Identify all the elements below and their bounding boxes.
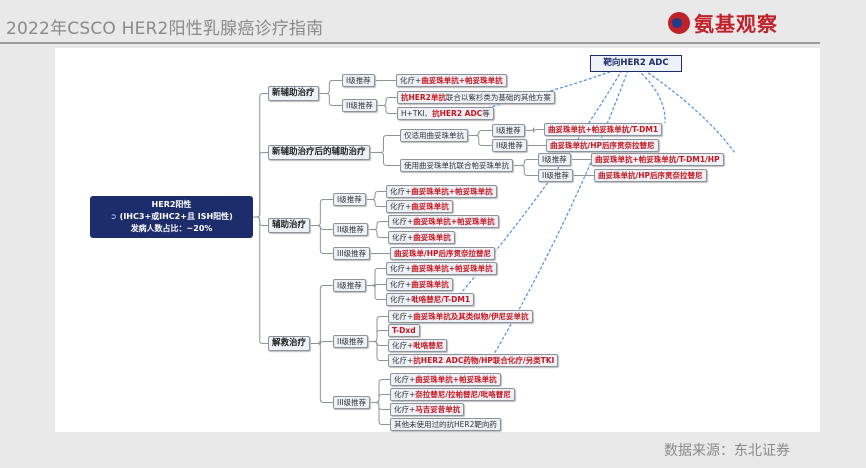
tree-connector: [366, 199, 386, 207]
adc-relation-link: [643, 69, 736, 154]
tier-node: III级推荐: [333, 247, 371, 260]
tree-connector: [310, 343, 333, 403]
root-incidence: 发病人数占比：~20%: [130, 224, 213, 233]
regimen-node: 化疗+曲妥珠单抗: [388, 231, 455, 244]
regimen-node: 抗HER2单抗联合以紫杉类为基础的其他方案: [397, 91, 555, 104]
tree-connector: [253, 216, 268, 344]
regimen-node: 曲妥珠单抗+帕妥珠单抗/T-DM1: [544, 123, 663, 136]
tree-connector: [253, 152, 268, 218]
tier-node: II级推荐: [333, 335, 368, 348]
regimen-node: 化疗+吡咯替尼/T-DM1: [386, 293, 475, 306]
tier-node: I级推荐: [492, 124, 525, 137]
tier-node: I级推荐: [538, 153, 571, 166]
tree-connector: [366, 268, 386, 286]
data-source: 数据来源：东北证券: [664, 443, 790, 459]
tree-connector: [368, 229, 388, 238]
target-adc-node: 靶向HER2 ADC: [590, 55, 682, 72]
regimen-node: 化疗+曲妥珠单抗+帕妥珠单抗: [390, 373, 501, 386]
tree-connector: [370, 379, 390, 403]
tree-connector: [319, 80, 342, 94]
regimen-node: 化疗+曲妥珠单抗+帕妥珠单抗: [386, 185, 497, 198]
tree-connector: [310, 199, 333, 226]
tree-connector: [370, 135, 400, 153]
tree-connector: [366, 191, 386, 200]
tier-node: II级推荐: [333, 223, 368, 236]
regimen-node: 化疗+曲妥珠单抗及其类似物/伊尼妥单抗: [388, 310, 533, 323]
regimen-node: T-Dxd: [388, 324, 420, 337]
adc-relation-link: [492, 69, 629, 357]
regimen-node: 化疗+马吉妥昔单抗: [390, 403, 465, 416]
regimen-node: 化疗+奈拉替尼/拉帕替尼/吡咯替尼: [390, 388, 515, 401]
branch-node: 仅适用曲妥珠单抗: [400, 129, 468, 142]
tree-connector: [310, 225, 333, 230]
brand-logo: 氨基观察: [668, 8, 778, 37]
category-post-neoadjuvant: 新辅助治疗后的辅助治疗: [268, 145, 370, 160]
logo-text: 氨基观察: [694, 12, 778, 36]
root-title: HER2阳性: [151, 200, 192, 209]
root-subtitle: ➲ (IHC3+或IHC2+且 ISH阳性): [110, 212, 233, 221]
category-adjuvant: 辅助治疗: [268, 218, 311, 233]
adc-relation-link: [637, 69, 666, 124]
tier-node: I级推荐: [333, 279, 366, 292]
regimen-node: 化疗+曲妥珠单抗+帕妥珠单抗: [388, 215, 499, 228]
tier-node: II级推荐: [538, 169, 573, 182]
tree-connector: [366, 285, 386, 300]
regimen-node: 曲妥珠单抗/HP后序贯奈拉替尼: [594, 169, 707, 182]
tree-connector: [368, 341, 388, 361]
tier-node: I级推荐: [342, 74, 375, 87]
regimen-node: 化疗+曲妥珠单抗: [386, 278, 453, 291]
logo-icon: [668, 11, 690, 34]
regimen-node: 曲妥珠单/HP后序贯奈拉替尼: [390, 247, 496, 260]
branch-node: 使用曲妥珠单抗联合帕妥珠单抗: [400, 159, 513, 172]
tier-node: I级推荐: [333, 193, 366, 206]
tree-connector: [368, 330, 388, 342]
tree-connector: [370, 402, 390, 410]
tree-connector: [370, 402, 390, 425]
regimen-node: 化疗+曲妥珠单抗: [386, 200, 453, 213]
regimen-node: 其他未使用过的抗HER2靶向药: [390, 418, 501, 431]
title-divider: [0, 42, 820, 44]
tree-connector: [525, 127, 544, 133]
tree-connector: [370, 394, 390, 403]
tree-connector: [253, 216, 268, 226]
regimen-node: 化疗+曲妥珠单抗+帕妥珠单抗: [386, 262, 497, 275]
tree-connector: [253, 93, 268, 218]
root-node: HER2阳性 ➲ (IHC3+或IHC2+且 ISH阳性) 发病人数占比：~20…: [90, 196, 253, 238]
tree-connector: [513, 159, 538, 166]
regimen-node: H+TKI、抗HER2 ADC等: [397, 107, 494, 120]
category-salvage: 解救治疗: [268, 336, 311, 351]
regimen-node: 化疗+曲妥珠单抗+帕妥珠单抗: [396, 74, 507, 87]
regimen-node: 曲妥珠单抗+帕妥珠单抗/T-DM1/HP: [591, 153, 724, 166]
tree-connector: [368, 316, 388, 342]
regimen-node: 化疗+吡咯替尼: [388, 339, 448, 352]
tier-node: III级推荐: [333, 396, 371, 409]
tree-connector: [377, 105, 397, 114]
tree-connector: [319, 93, 342, 106]
tree-connector: [513, 165, 538, 176]
tier-node: II级推荐: [492, 139, 527, 152]
tree-connector: [377, 97, 397, 106]
regimen-node: 曲妥珠单抗/HP后序贯奈拉替尼: [546, 139, 659, 152]
tree-connector: [310, 225, 333, 254]
category-neoadjuvant: 新辅助治疗: [268, 86, 319, 101]
tree-connector: [310, 285, 333, 344]
tree-connector: [368, 341, 388, 346]
tree-connector: [370, 152, 400, 166]
tree-connector: [468, 130, 492, 136]
regimen-node: 化疗+抗HER2 ADC药物/HP联合化疗/另类TKI: [388, 354, 559, 367]
tier-node: II级推荐: [342, 99, 377, 112]
tree-connector: [368, 221, 388, 230]
page-title: 2022年CSCO HER2阳性乳腺癌诊疗指南: [6, 19, 324, 39]
tree-connector: [468, 135, 492, 146]
